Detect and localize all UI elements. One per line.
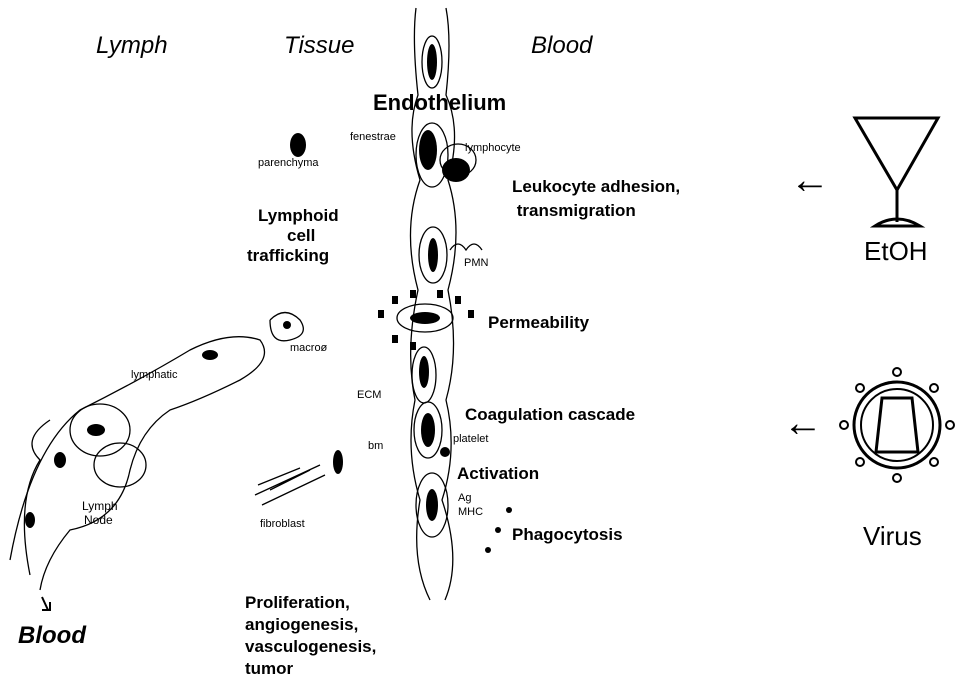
left-arrow-icon: ← xyxy=(783,403,823,443)
left-arrow-icon: ← xyxy=(790,160,830,200)
bm-label: bm xyxy=(368,441,383,452)
permeability-label: Permeability xyxy=(488,314,589,331)
lymph-node-line-1: Lymph xyxy=(82,500,118,512)
region-label-blood-bottom: Blood xyxy=(18,624,86,648)
platelet-label: platelet xyxy=(453,434,488,445)
fibroblast-label: fibroblast xyxy=(260,519,305,530)
macrophage-label: macroø xyxy=(290,343,327,354)
pmn-label: PMN xyxy=(464,258,488,269)
ag-label: Ag xyxy=(458,493,471,504)
lymphoid-line-3: trafficking xyxy=(247,247,329,264)
lymphoid-line-1: Lymphoid xyxy=(258,207,339,224)
virus-label: Virus xyxy=(863,523,922,549)
region-label-tissue: Tissue xyxy=(284,34,354,58)
fenestrae-label: fenestrae xyxy=(350,132,396,143)
proliferation-line-3: vasculogenesis, xyxy=(245,638,376,655)
proliferation-line-1: Proliferation, xyxy=(245,594,350,611)
lymphocyte-label: lymphocyte xyxy=(465,143,521,154)
region-label-lymph: Lymph xyxy=(96,34,168,58)
proliferation-line-4: tumor xyxy=(245,660,293,677)
lymph-node-line-2: Node xyxy=(84,514,113,526)
phagocytosis-label: Phagocytosis xyxy=(512,526,623,543)
proliferation-line-2: angiogenesis, xyxy=(245,616,358,633)
leukocyte-line-1: Leukocyte adhesion, xyxy=(512,178,680,195)
lymphoid-line-2: cell xyxy=(287,227,315,244)
ecm-label: ECM xyxy=(357,390,381,401)
coagulation-label: Coagulation cascade xyxy=(465,406,635,423)
region-label-blood: Blood xyxy=(531,34,592,58)
parenchyma-label: parenchyma xyxy=(258,158,319,169)
activation-label: Activation xyxy=(457,465,539,482)
etoh-label: EtOH xyxy=(864,238,928,264)
endothelium-heading: Endothelium xyxy=(373,92,506,114)
mhc-label: MHC xyxy=(458,507,483,518)
lymphatic-label: lymphatic xyxy=(131,370,177,381)
leukocyte-line-2: transmigration xyxy=(512,202,636,219)
